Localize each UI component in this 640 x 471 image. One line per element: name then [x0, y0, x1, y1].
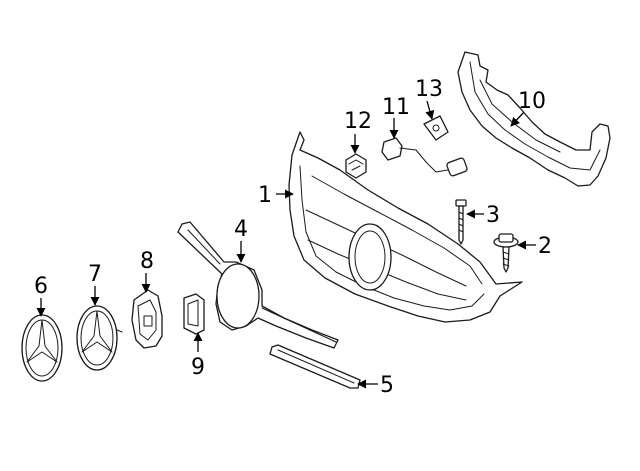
callout-13: 13	[415, 77, 443, 102]
star-emblem-part	[76, 305, 123, 371]
callout-4: 4	[234, 217, 248, 242]
clip-part	[183, 293, 205, 335]
callout-11: 11	[382, 95, 410, 120]
callout-10: 10	[518, 89, 546, 114]
upper-support-part	[457, 51, 611, 187]
star-emblem-outer-part	[21, 314, 63, 382]
emblem-holder-part	[131, 289, 163, 349]
emblem-bracket-part	[177, 221, 339, 349]
mounting-bracket-part	[423, 115, 449, 141]
screw-with-washer-part	[493, 233, 519, 273]
leader-lines	[36, 100, 536, 389]
camera-part	[345, 153, 367, 179]
callout-3: 3	[486, 203, 500, 228]
callout-5: 5	[380, 373, 394, 398]
grille-part	[288, 131, 523, 323]
callout-6: 6	[34, 274, 48, 299]
screw-part	[455, 199, 467, 245]
callout-2: 2	[538, 234, 552, 259]
lower-trim-strip-part	[269, 344, 361, 389]
callout-9: 9	[191, 355, 205, 380]
leader-10	[510, 111, 525, 127]
callout-7: 7	[88, 262, 102, 287]
camera-harness-part	[381, 137, 468, 177]
callout-labels: 1 2 3 4 5 6 7 8 9 10 11 12 13	[34, 77, 552, 398]
callout-12: 12	[344, 109, 372, 134]
callout-1: 1	[258, 183, 272, 208]
callout-8: 8	[140, 249, 154, 274]
leader-13	[425, 100, 435, 120]
